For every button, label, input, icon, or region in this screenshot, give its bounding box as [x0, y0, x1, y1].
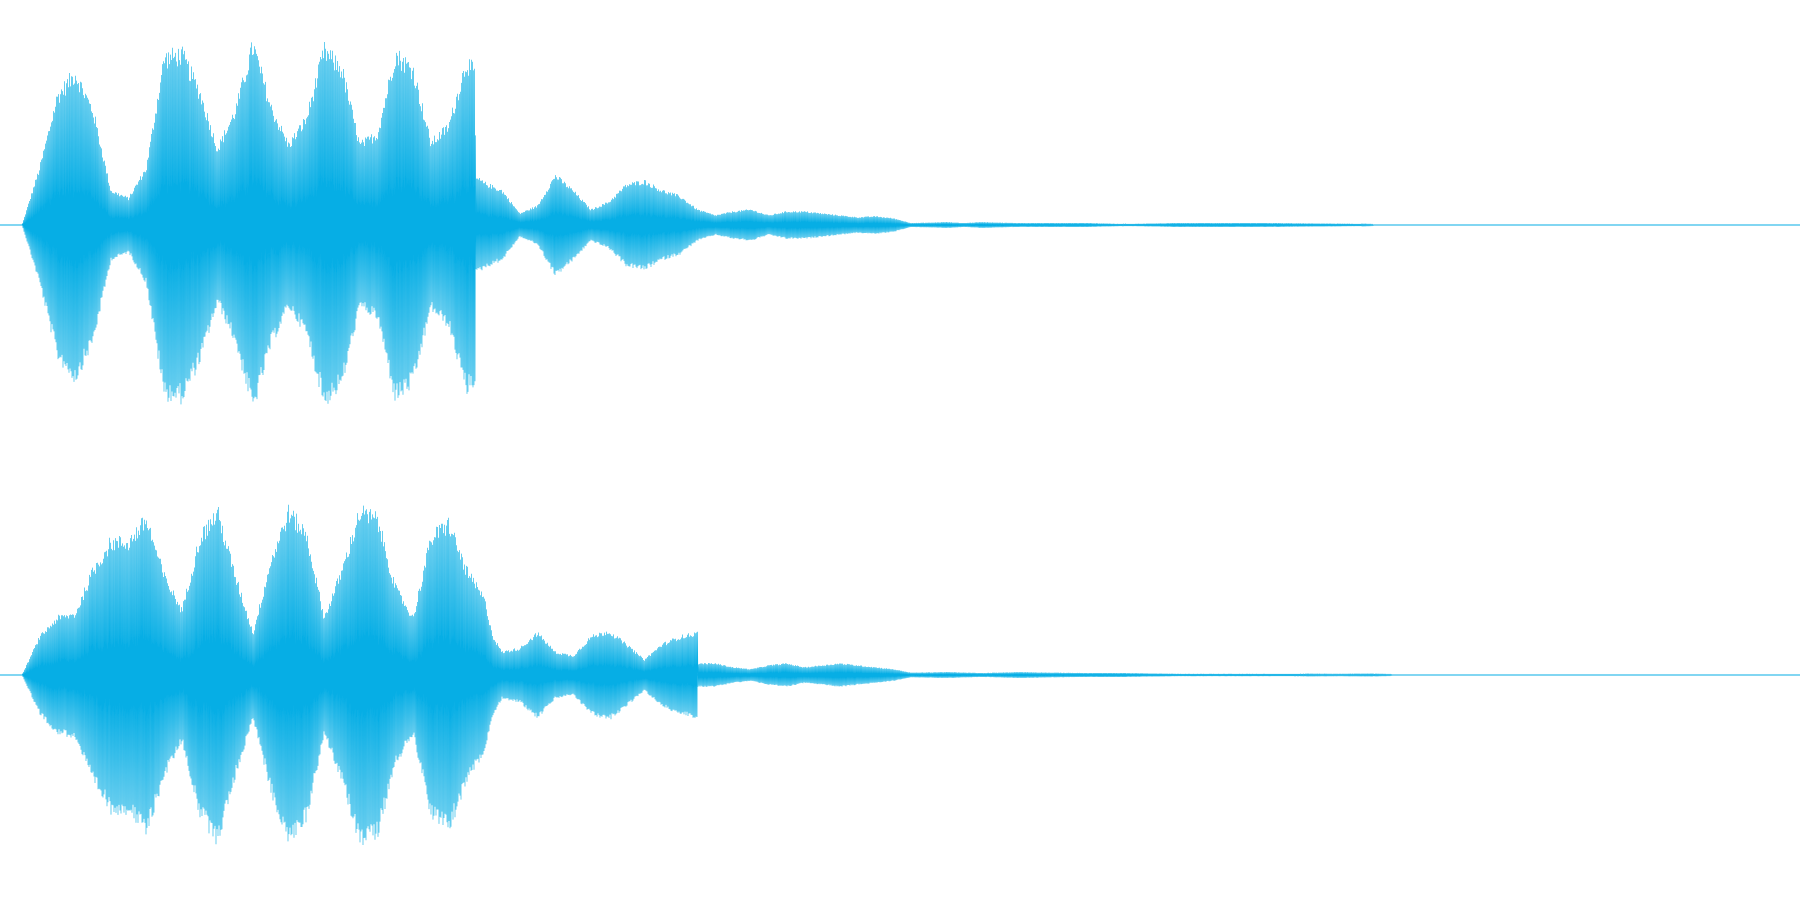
channel-1-waveform: [21, 41, 1800, 405]
channel-2-waveform: [21, 504, 1800, 846]
waveform-channel-1: [0, 41, 1800, 405]
waveform-channel-2: [0, 504, 1800, 846]
